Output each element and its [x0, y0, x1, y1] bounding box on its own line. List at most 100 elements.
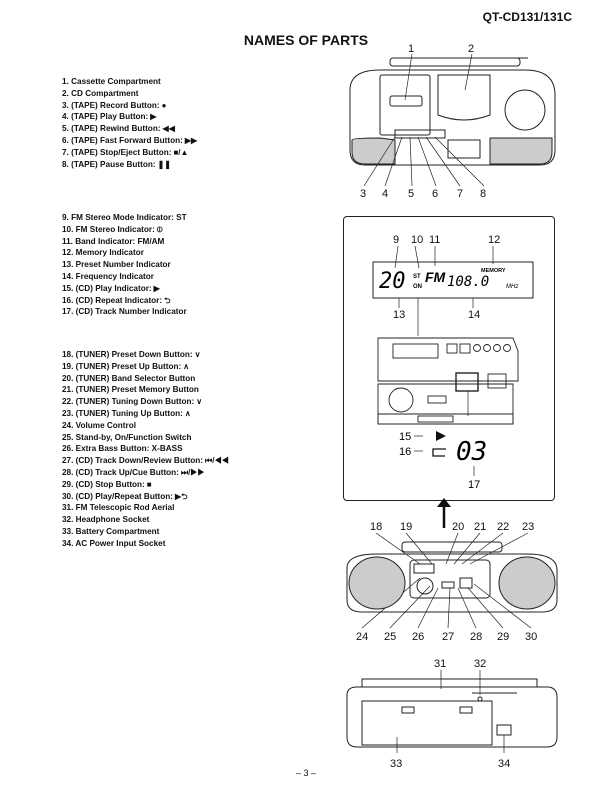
part-item: 30. (CD) Play/Repeat Button:▶⮌	[62, 491, 229, 503]
part-label: 8. (TAPE) Pause Button:	[62, 159, 156, 169]
callout-14: 14	[468, 309, 480, 321]
callout-27: 27	[442, 631, 454, 643]
callout-32: 32	[474, 658, 486, 670]
part-label: 26. Extra Bass Button: X-BASS	[62, 444, 183, 454]
lcd-memory: MEMORY	[481, 268, 506, 274]
button-symbol-icon: ∧	[184, 408, 191, 418]
part-label: 12. Memory Indicator	[62, 248, 144, 258]
part-item: 12. Memory Indicator	[62, 247, 187, 259]
part-label: 17. (CD) Track Number Indicator	[62, 307, 187, 317]
callout-33: 33	[390, 758, 402, 770]
button-symbol-icon: ⏮/◀◀	[205, 456, 229, 466]
callout-22: 22	[497, 521, 509, 533]
page-number: – 3 –	[295, 768, 317, 778]
back-unit-figure: 31 32 33 34	[346, 658, 558, 770]
part-item: 4. (TAPE) Play Button:▶	[62, 111, 197, 123]
part-item: 31. FM Telescopic Rod Aerial	[62, 502, 229, 514]
part-item: 24. Volume Control	[62, 420, 229, 432]
callout-4: 4	[382, 188, 388, 200]
part-item: 33. Battery Compartment	[62, 526, 229, 538]
button-symbol-icon: ∨	[194, 350, 201, 359]
button-symbol-icon: ▶	[150, 112, 157, 122]
pointer-arrow	[437, 498, 451, 528]
part-label: 29. (CD) Stop Button:	[62, 479, 145, 489]
part-label: 23. (TUNER) Tuning Up Button:	[62, 408, 183, 418]
part-label: 16. (CD) Repeat Indicator:	[62, 295, 163, 305]
part-label: 5. (TAPE) Rewind Button:	[62, 124, 161, 134]
button-symbol-icon: ◀◀	[162, 124, 175, 134]
callout-20: 20	[452, 521, 464, 533]
callout-13: 13	[393, 309, 405, 321]
callout-28: 28	[470, 631, 482, 643]
callout-9: 9	[393, 234, 399, 246]
callout-23: 23	[522, 521, 534, 533]
lcd-display-figure: 9 10 11 12 13 14 20 ST ON FM MEMORY 108.…	[372, 234, 534, 491]
lcd-on: ON	[413, 284, 422, 290]
part-label: 32. Headphone Socket	[62, 515, 150, 525]
part-item: 19. (TUNER) Preset Up Button:∧	[62, 361, 229, 373]
button-symbol-icon: ▶▶	[184, 135, 198, 145]
callout-11: 11	[429, 234, 440, 246]
callout-7: 7	[457, 188, 463, 200]
front-unit-figure: 18 19 20 21 22 23 24 25 26 27 28 29 30	[346, 521, 558, 643]
button-symbol-icon: ●	[161, 100, 167, 110]
part-item: 22. (TUNER) Tuning Down Button:∨	[62, 396, 229, 408]
part-item: 23. (TUNER) Tuning Up Button:∧	[62, 408, 229, 420]
part-item: 25. Stand-by, On/Function Switch	[62, 432, 229, 444]
part-label: 31. FM Telescopic Rod Aerial	[62, 503, 175, 513]
lcd-preset: 20	[379, 269, 406, 294]
button-symbol-icon: ⮌	[164, 295, 171, 305]
part-item: 21. (TUNER) Preset Memory Button	[62, 384, 229, 396]
lcd-band: FM	[425, 269, 446, 285]
part-item: 9. FM Stereo Mode Indicator: ST	[62, 212, 187, 224]
part-label: 13. Preset Number Indicator	[62, 260, 171, 270]
callout-15: 15	[399, 431, 411, 443]
part-label: 25. Stand-by, On/Function Switch	[62, 432, 192, 442]
part-item: 18. (TUNER) Preset Down Button:∨	[62, 349, 229, 361]
button-symbol-icon: ∧	[183, 361, 190, 371]
part-label: 11. Band Indicator: FM/AM	[62, 236, 165, 246]
callout-2: 2	[468, 43, 474, 55]
part-label: 18. (TUNER) Preset Down Button:	[62, 350, 193, 359]
callout-25: 25	[384, 631, 396, 643]
cd-play-indicator	[436, 431, 446, 441]
callout-18: 18	[370, 521, 382, 533]
part-label: 3. (TAPE) Record Button:	[62, 100, 160, 110]
part-label: 28. (CD) Track Up/Cue Button:	[62, 467, 179, 477]
button-symbol-icon: ⏭/▶▶	[180, 467, 205, 477]
part-item: 5. (TAPE) Rewind Button:◀◀	[62, 123, 197, 135]
callout-30: 30	[525, 631, 537, 643]
part-label: 4. (TAPE) Play Button:	[62, 112, 149, 122]
part-item: 17. (CD) Track Number Indicator	[62, 306, 187, 318]
part-label: 2. CD Compartment	[62, 88, 139, 98]
part-item: 32. Headphone Socket	[62, 514, 229, 526]
button-symbol-icon: ∨	[196, 397, 203, 407]
part-label: 34. AC Power Input Socket	[62, 538, 166, 548]
part-item: 8. (TAPE) Pause Button:❚❚	[62, 159, 197, 171]
callout-21: 21	[474, 521, 486, 533]
callout-26: 26	[412, 631, 424, 643]
left-speaker-grill	[348, 556, 406, 610]
part-item: 27. (CD) Track Down/Review Button:⏮/◀◀	[62, 455, 229, 467]
part-item: 7. (TAPE) Stop/Eject Button:■/▲	[62, 147, 197, 159]
part-label: 14. Frequency Indicator	[62, 271, 154, 281]
part-label: 9. FM Stereo Mode Indicator: ST	[62, 213, 187, 222]
part-label: 19. (TUNER) Preset Up Button:	[62, 361, 182, 371]
part-item: 28. (CD) Track Up/Cue Button:⏭/▶▶	[62, 467, 229, 479]
part-label: 27. (CD) Track Down/Review Button:	[62, 456, 204, 466]
part-item: 13. Preset Number Indicator	[62, 259, 187, 271]
callout-16: 16	[399, 446, 411, 458]
part-item: 6. (TAPE) Fast Forward Button:▶▶	[62, 135, 197, 147]
part-label: 21. (TUNER) Preset Memory Button	[62, 385, 199, 395]
part-label: 33. Battery Compartment	[62, 526, 160, 536]
callout-12: 12	[488, 234, 500, 246]
button-symbol-icon: ■/▲	[173, 147, 189, 157]
button-symbol-icon: ■	[146, 479, 152, 489]
part-item: 26. Extra Bass Button: X-BASS	[62, 443, 229, 455]
callout-3: 3	[360, 188, 366, 200]
part-item: 20. (TUNER) Band Selector Button	[62, 373, 229, 385]
callout-1: 1	[408, 43, 414, 55]
part-item: 16. (CD) Repeat Indicator:⮌	[62, 295, 187, 307]
